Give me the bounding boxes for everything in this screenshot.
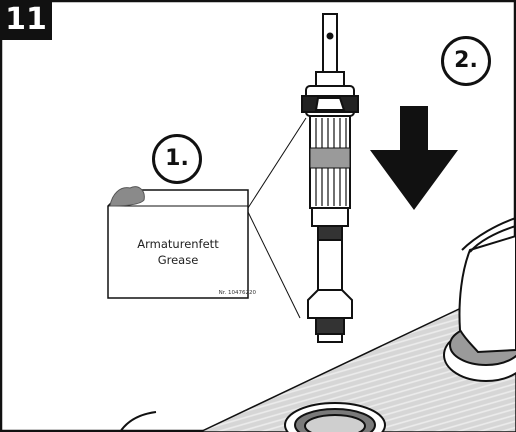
grease-label: Armaturenfett Grease bbox=[108, 236, 248, 268]
seat-ring-left bbox=[119, 411, 157, 432]
cartridge bbox=[301, 13, 359, 343]
step-number: 11 bbox=[0, 0, 52, 40]
callout-step-1: 1. bbox=[152, 134, 202, 184]
push-down-arrow bbox=[370, 106, 458, 210]
grease-part-number: Nr. 10476220 bbox=[218, 290, 256, 296]
countertop-surface bbox=[199, 281, 516, 432]
faucet-body bbox=[443, 217, 516, 382]
grease-package bbox=[107, 186, 249, 299]
guide-lines bbox=[247, 117, 307, 319]
grease-label-english: Grease bbox=[157, 253, 199, 267]
grease-label-german: Armaturenfett bbox=[137, 237, 219, 251]
callout-step-2: 2. bbox=[441, 36, 491, 86]
cartridge-seat bbox=[284, 402, 386, 432]
